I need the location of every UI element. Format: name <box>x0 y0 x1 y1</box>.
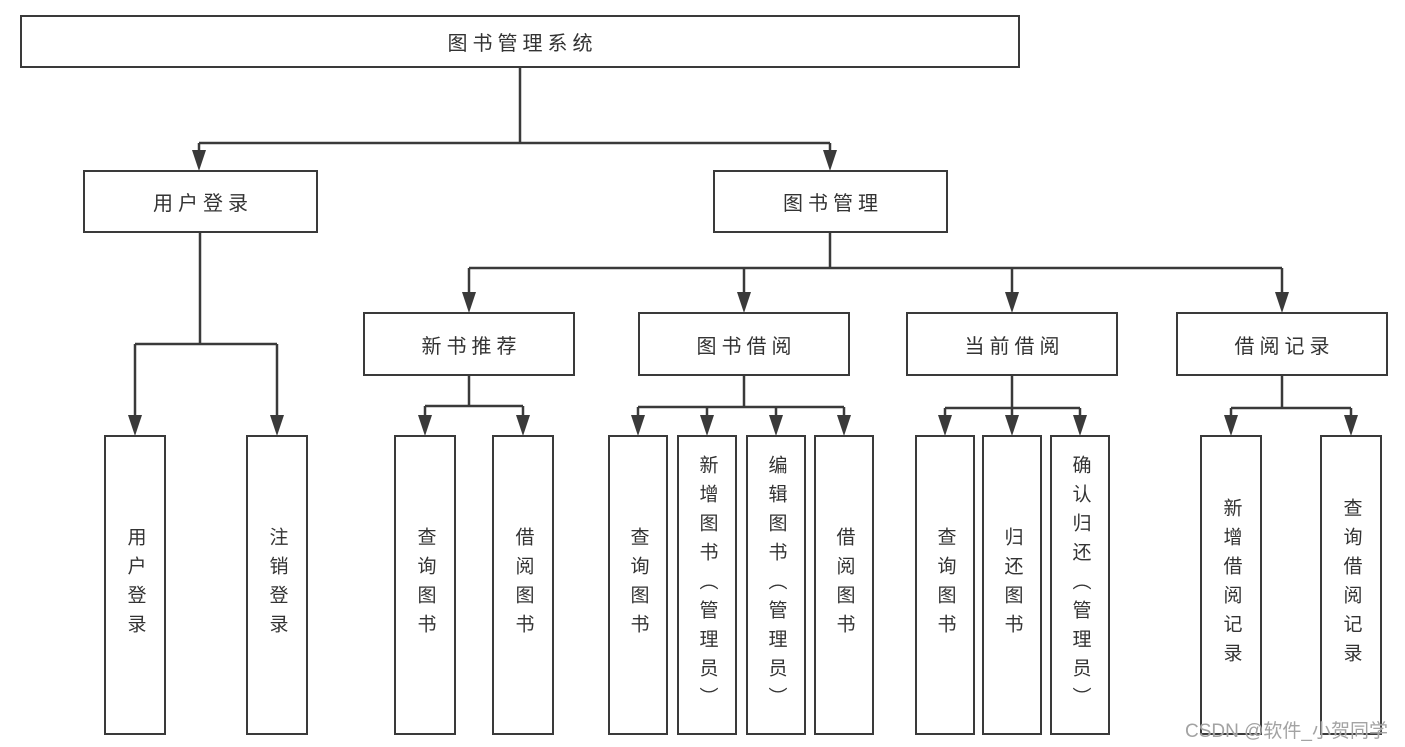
leaf-recommend-borrow-book-label: 借阅图书 <box>512 527 534 643</box>
leaf-user-login-label: 用户登录 <box>124 527 146 643</box>
leaf-borrow-query-book-label: 查询图书 <box>627 527 649 643</box>
leaf-borrow-edit-book-admin: 编辑图书（管理员） <box>746 435 806 735</box>
leaf-records-query-record: 查询借阅记录 <box>1320 435 1382 735</box>
watermark: CSDN @软件_小贺同学 <box>1185 721 1388 742</box>
leaf-current-confirm-return-admin: 确认归还（管理员） <box>1050 435 1110 735</box>
leaf-recommend-query-book-label: 查询图书 <box>414 527 436 643</box>
leaf-current-return-book-label: 归还图书 <box>1001 527 1023 643</box>
leaf-user-login: 用户登录 <box>104 435 166 735</box>
leaf-borrow-add-book-admin: 新增图书（管理员） <box>677 435 737 735</box>
node-book-borrow-label: 图书借阅 <box>696 335 797 358</box>
node-new-book-recommend: 新书推荐 <box>363 312 575 376</box>
node-user-login: 用户登录 <box>83 170 318 233</box>
leaf-current-query-book-label: 查询图书 <box>934 527 956 643</box>
leaf-borrow-query-book: 查询图书 <box>608 435 668 735</box>
leaf-logout-label: 注销登录 <box>266 527 288 643</box>
node-current-borrow: 当前借阅 <box>906 312 1118 376</box>
leaf-records-add-record-label: 新增借阅记录 <box>1220 498 1242 672</box>
leaf-recommend-query-book: 查询图书 <box>394 435 456 735</box>
leaf-records-add-record: 新增借阅记录 <box>1200 435 1262 735</box>
node-user-login-label: 用户登录 <box>153 193 253 215</box>
leaf-borrow-add-book-admin-label: 新增图书（管理员） <box>696 454 718 716</box>
node-book-management-label: 图书管理 <box>783 193 883 215</box>
leaf-logout: 注销登录 <box>246 435 308 735</box>
node-borrow-records-label: 借阅记录 <box>1234 335 1335 358</box>
node-borrow-records: 借阅记录 <box>1176 312 1388 376</box>
leaf-borrow-borrow-book: 借阅图书 <box>814 435 874 735</box>
leaf-recommend-borrow-book: 借阅图书 <box>492 435 554 735</box>
node-current-borrow-label: 当前借阅 <box>964 335 1065 358</box>
arrowheads <box>128 150 1358 436</box>
node-book-management: 图书管理 <box>713 170 948 233</box>
leaf-borrow-edit-book-admin-label: 编辑图书（管理员） <box>765 454 787 716</box>
node-new-book-recommend-label: 新书推荐 <box>421 335 522 358</box>
leaf-current-query-book: 查询图书 <box>915 435 975 735</box>
node-root-library-system: 图书管理系统 <box>20 15 1020 68</box>
node-book-borrow: 图书借阅 <box>638 312 850 376</box>
leaf-records-query-record-label: 查询借阅记录 <box>1340 498 1362 672</box>
leaf-current-return-book: 归还图书 <box>982 435 1042 735</box>
node-root-label: 图书管理系统 <box>447 33 598 55</box>
leaf-borrow-borrow-book-label: 借阅图书 <box>833 527 855 643</box>
leaf-current-confirm-return-admin-label: 确认归还（管理员） <box>1069 454 1091 716</box>
